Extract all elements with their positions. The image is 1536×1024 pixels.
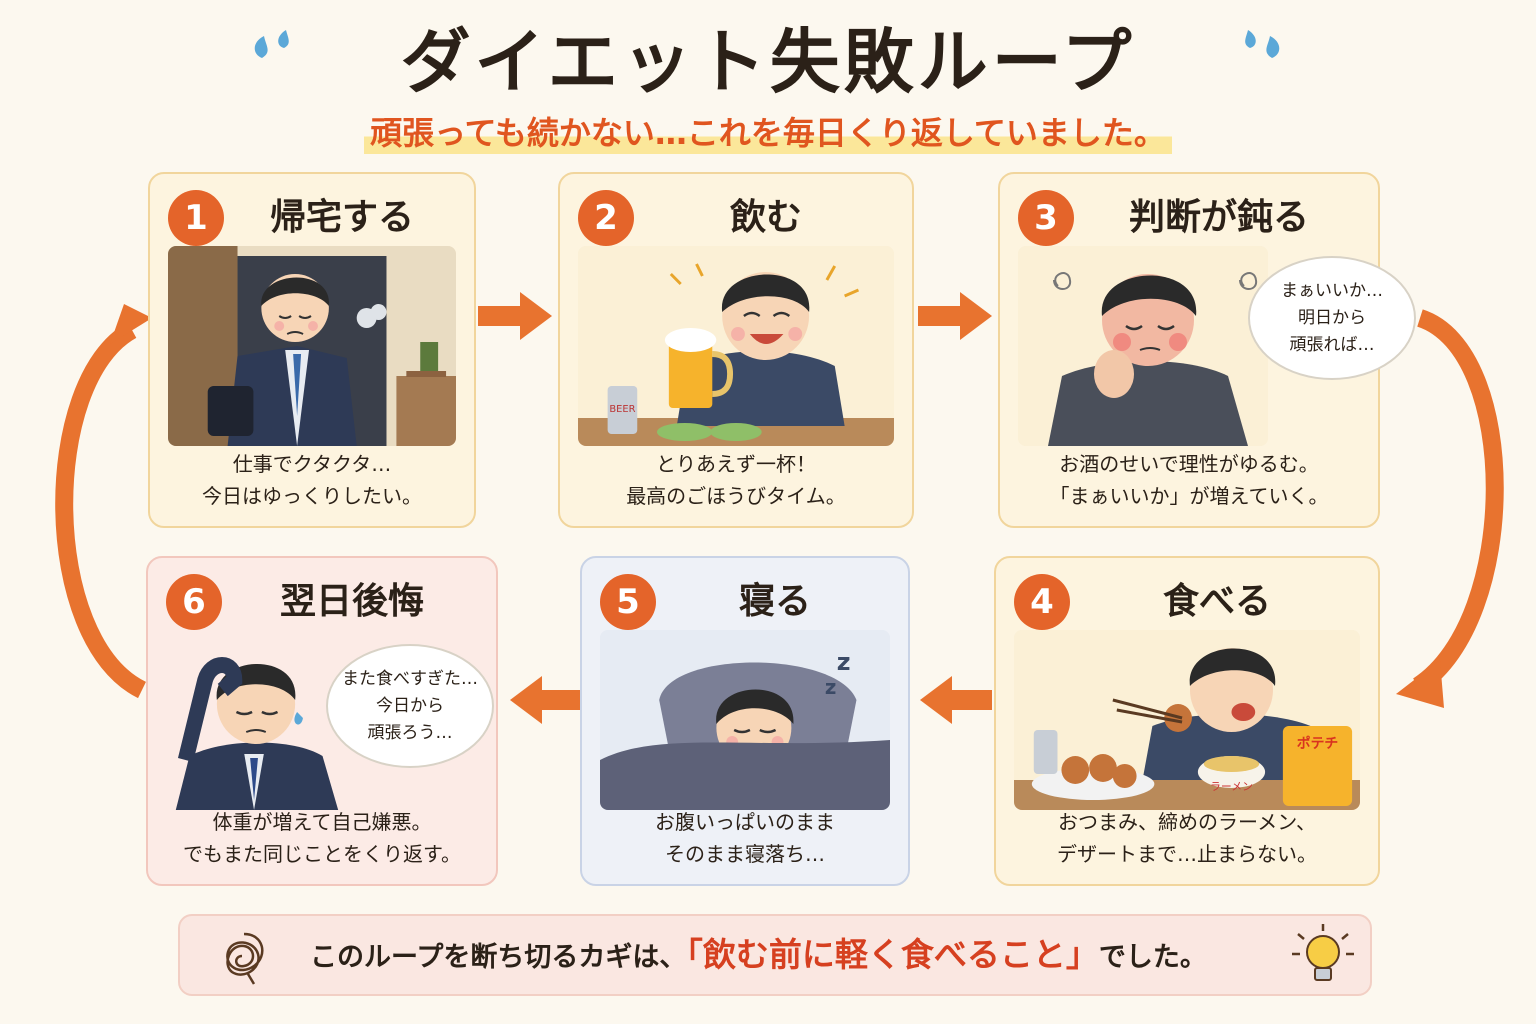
svg-text:ラーメン: ラーメン — [1210, 780, 1253, 793]
step-caption: とりあえず一杯！ 最高のごほうびタイム。 — [626, 452, 846, 508]
step-title: 翌日後悔 — [279, 581, 424, 622]
step-caption: お腹いっぱいのまま そのまま寝落ち… — [655, 810, 835, 866]
light-bulb-icon — [1292, 924, 1354, 981]
step-title: 帰宅する — [269, 197, 414, 238]
key-message-banner: このループを断ち切るカギは、「飲む前に軽く食べること」でした。 — [178, 914, 1372, 996]
step-card-5: 5 寝る z z お腹いっぱいのまま そのまま寝落ち… — [580, 556, 910, 886]
illustration-eating: ポテチ ラーメン — [1014, 630, 1360, 810]
step-title: 判断が鈍る — [1128, 197, 1309, 238]
tangled-scribble-icon — [226, 932, 264, 985]
arrow-1-to-2 — [478, 292, 552, 340]
illustration-drinking: BEER — [578, 246, 894, 446]
arrow-6-to-1 — [55, 304, 152, 699]
step-number: 2 — [578, 190, 634, 246]
svg-text:ポテチ: ポテチ — [1297, 735, 1338, 752]
svg-text:BEER: BEER — [609, 404, 635, 415]
step-number: 1 — [168, 190, 224, 246]
step-caption: おつまみ、締めのラーメン、 デザートまで…止まらない。 — [1057, 810, 1317, 866]
step-caption: お酒のせいで理性がゆるむ。 「まぁいいか」が増えていく。 — [1049, 452, 1329, 508]
step-card-3: 3 判断が鈍る まぁいいか… 明日から 頑張れば… お酒のせいで理性がゆるむ。 … — [998, 172, 1416, 528]
arrow-3-to-4 — [1396, 309, 1504, 708]
step-number: 4 — [1014, 574, 1070, 630]
step-caption: 体重が増えて自己嫌悪。 でもまた同じことをくり返す。 — [183, 810, 461, 866]
step-number: 3 — [1018, 190, 1074, 246]
arrow-5-to-6 — [510, 676, 580, 724]
step-card-4: 4 食べる ポテチ ラーメン おつまみ、締めのラーメン、 デザートまで…止まらな… — [994, 556, 1380, 886]
sweat-drops-left-icon — [254, 30, 289, 58]
step-card-1: 1 帰宅する 仕事でクタクタ… 今日はゆっくりしたい。 — [148, 172, 476, 528]
key-message-emphasis: 「飲む前に軽く食べること」 — [686, 935, 1099, 974]
arrow-4-to-5 — [920, 676, 992, 724]
thought-bubble: また食べすぎた… 今日から 頑張ろう… — [326, 644, 494, 768]
illustration-coming-home — [168, 246, 456, 446]
illustration-sleeping: z z — [600, 630, 890, 810]
page-subtitle: 頑張っても続かない…これを毎日くり返していました。 — [364, 108, 1172, 154]
step-number: 6 — [166, 574, 222, 630]
illustration-regret — [166, 630, 346, 810]
thought-bubble: まぁいいか… 明日から 頑張れば… — [1248, 256, 1416, 380]
arrow-2-to-3 — [918, 292, 992, 340]
sweat-drops-right-icon — [1245, 30, 1280, 58]
key-message: このループを断ち切るカギは、「飲む前に軽く食べること」でした。 — [310, 935, 1207, 974]
step-card-6: 6 翌日後悔 また食べすぎた… 今日から 頑張ろう… 体重が増えて自己嫌悪。 で… — [146, 556, 498, 886]
illustration-judgement-dulls — [1018, 246, 1268, 446]
step-title: 飲む — [729, 197, 802, 238]
step-caption: 仕事でクタクタ… 今日はゆっくりしたい。 — [202, 452, 422, 508]
svg-text:z: z — [825, 676, 836, 699]
svg-text:z: z — [837, 648, 851, 676]
page-title: ダイエット失敗ループ — [400, 21, 1136, 103]
step-number: 5 — [600, 574, 656, 630]
step-title: 寝る — [738, 581, 811, 622]
step-card-2: 2 飲む BEER とりあえず一杯！ 最高のごほうびタイム。 — [558, 172, 914, 528]
step-title: 食べる — [1162, 581, 1271, 622]
